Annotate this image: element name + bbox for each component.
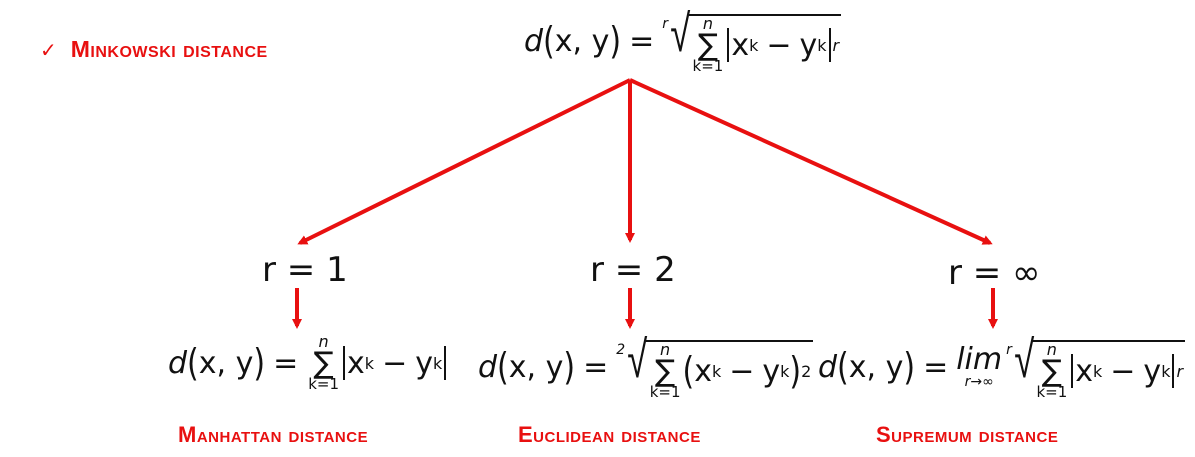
arrow-to-r1: [297, 78, 631, 245]
section-title: Minkowski distance: [70, 36, 268, 62]
limit: lim r→∞: [956, 342, 1003, 390]
arrow-to-rinf: [629, 78, 993, 245]
r-label-1: r = 1: [262, 250, 348, 290]
summation: n ∑ k=1: [1036, 340, 1068, 401]
summation: n ∑ k=1: [649, 340, 681, 401]
caption-supremum: Supremum distance: [876, 422, 1059, 447]
r-label-infinity: r = ∞: [948, 253, 1041, 293]
summation: n ∑ k=1: [692, 14, 724, 75]
header: ✓ Minkowski distance: [40, 36, 268, 63]
summation: n ∑ k=1: [308, 332, 340, 393]
check-icon: ✓: [40, 37, 57, 62]
r-label-2: r = 2: [590, 250, 676, 290]
caption-euclidean: Euclidean distance: [518, 422, 701, 447]
caption-manhattan: Manhattan distance: [178, 422, 369, 447]
